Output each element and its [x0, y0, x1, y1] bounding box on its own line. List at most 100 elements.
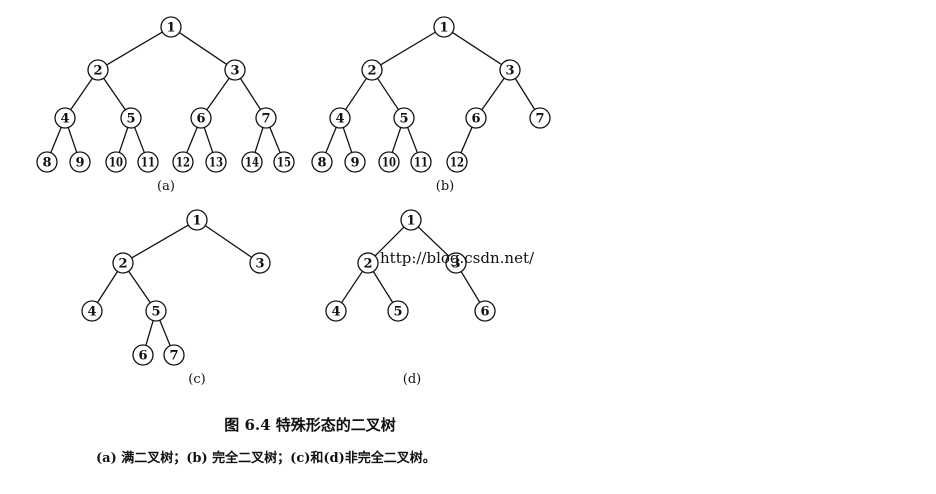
tree-a-edge-4-9 — [67, 127, 78, 153]
subfigure-label-c: (c) — [188, 372, 205, 387]
tree-b-edge-4-9 — [342, 127, 353, 153]
node-label: 4 — [60, 112, 69, 127]
tree-b-node-1: 1 — [433, 16, 455, 38]
tree-a-node-1: 1 — [160, 16, 182, 38]
node-label: 12 — [176, 156, 190, 171]
node-label: 9 — [350, 156, 359, 171]
node-label: 8 — [42, 156, 51, 171]
node-label: 5 — [393, 305, 402, 320]
node-circle — [357, 252, 379, 274]
tree-c-edge-1-3 — [204, 225, 253, 258]
tree-a-node-4: 4 — [54, 107, 76, 129]
tree-c-edge-2-5 — [128, 270, 151, 304]
tree-a-node-15: 15 — [273, 151, 295, 173]
node-label: 1 — [406, 214, 415, 229]
tree-c-edge-5-7 — [159, 320, 171, 346]
node-label: 7 — [261, 112, 270, 127]
tree-d-edge-1-3 — [417, 226, 450, 257]
node-label: 11 — [141, 156, 155, 171]
tree-a-node-7: 7 — [255, 107, 277, 129]
tree-a-edge-6-13 — [203, 127, 214, 153]
node-label: 11 — [414, 156, 428, 171]
node-label: 6 — [480, 305, 489, 320]
node-label: 6 — [196, 112, 205, 127]
tree-a-edge-3-6 — [206, 77, 230, 111]
tree-b-node-5: 5 — [393, 107, 415, 129]
tree-b-node-10: 10 — [378, 151, 400, 173]
node-label: 8 — [317, 156, 326, 171]
node-circle — [249, 252, 271, 274]
node-circle — [387, 300, 409, 322]
tree-a-node-5: 5 — [120, 107, 142, 129]
node-circle — [400, 209, 422, 231]
node-circle — [499, 59, 521, 81]
tree-d-edge-2-5 — [372, 271, 394, 303]
tree-d-edge-3-6 — [460, 271, 481, 303]
tree-d-edge-2-4 — [341, 270, 363, 304]
node-circle — [361, 59, 383, 81]
tree-b-edge-1-2 — [380, 31, 436, 66]
tree-a-edge-1-2 — [106, 31, 163, 66]
node-circle — [410, 151, 432, 173]
node-label: 2 — [118, 257, 127, 272]
node-circle — [329, 107, 351, 129]
tree-c-node-1: 1 — [186, 209, 208, 231]
figure-caption-description: (a) 满二叉树；(b) 完全二叉树；(c)和(d)非完全二叉树。 — [96, 451, 436, 466]
node-label: 1 — [166, 21, 175, 36]
tree-a-node-14: 14 — [241, 151, 263, 173]
tree-c-node-3: 3 — [249, 252, 271, 274]
node-circle — [474, 300, 496, 322]
node-label: 10 — [109, 156, 123, 171]
tree-a-edge-2-4 — [70, 77, 93, 111]
tree-c-edge-2-4 — [96, 271, 119, 303]
tree-b-node-8: 8 — [311, 151, 333, 173]
node-label: 3 — [230, 64, 239, 79]
tree-a-node-3: 3 — [224, 59, 246, 81]
node-circle — [529, 107, 551, 129]
tree-b-node-2: 2 — [361, 59, 383, 81]
tree-c-edge-1-2 — [131, 224, 189, 259]
tree-b-edge-3-7 — [514, 78, 536, 110]
node-circle — [112, 252, 134, 274]
tree-b-edge-2-4 — [345, 77, 367, 111]
tree-d-node-3: 3 — [445, 252, 467, 274]
node-circle — [163, 344, 185, 366]
node-circle — [54, 107, 76, 129]
node-label: 10 — [382, 156, 396, 171]
tree-d-node-6: 6 — [474, 300, 496, 322]
node-label: 2 — [363, 257, 372, 272]
tree-b-node-4: 4 — [329, 107, 351, 129]
tree-a-node-9: 9 — [69, 151, 91, 173]
node-circle — [69, 151, 91, 173]
node-label: 7 — [169, 349, 178, 364]
tree-b-node-11: 11 — [410, 151, 432, 173]
tree-c-edge-5-6 — [145, 320, 154, 346]
node-circle — [344, 151, 366, 173]
tree-b-edge-5-10 — [391, 127, 402, 153]
node-circle — [137, 151, 159, 173]
node-label: 15 — [277, 156, 291, 171]
node-circle — [224, 59, 246, 81]
tree-a-node-13: 13 — [205, 151, 227, 173]
tree-d-edge-1-2 — [374, 226, 405, 257]
tree-d-node-2: 2 — [357, 252, 379, 274]
node-circle — [87, 59, 109, 81]
tree-b-node-12: 12 — [446, 151, 468, 173]
node-circle — [190, 107, 212, 129]
node-label: 5 — [151, 305, 160, 320]
tree-b-edge-4-8 — [325, 127, 337, 153]
node-circle — [433, 16, 455, 38]
tree-a-edge-2-5 — [103, 77, 126, 111]
node-label: 3 — [451, 257, 460, 272]
figure-caption-title: 图 6.4 特殊形态的二叉树 — [224, 416, 396, 434]
tree-b-edge-6-12 — [460, 126, 473, 154]
node-circle — [205, 151, 227, 173]
node-circle — [160, 16, 182, 38]
node-label: 1 — [192, 214, 201, 229]
tree-a-edge-4-8 — [50, 127, 62, 153]
node-label: 3 — [255, 257, 264, 272]
tree-c-node-5: 5 — [145, 300, 167, 322]
